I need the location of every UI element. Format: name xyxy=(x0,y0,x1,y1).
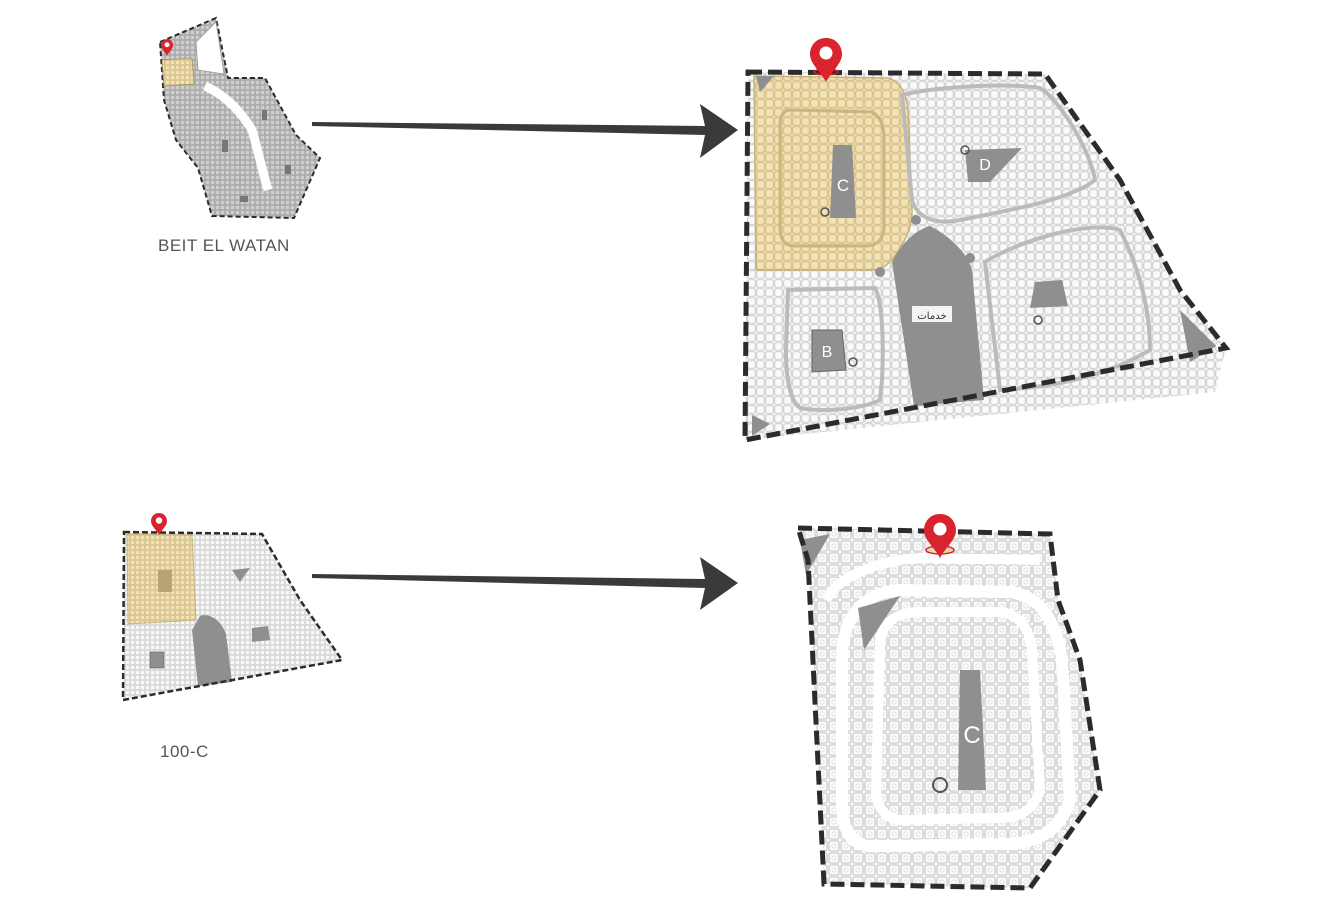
zone-label-b: B xyxy=(822,344,833,361)
block-thumbnail xyxy=(121,513,345,702)
arrow-icon xyxy=(312,104,738,158)
district-zoom-map: C D B خدمات xyxy=(742,38,1231,444)
block-caption: 100-C xyxy=(160,742,209,761)
district-caption: BEIT EL WATAN xyxy=(158,236,290,255)
block-zoom-map: C xyxy=(794,514,1103,891)
zone-label-c: C xyxy=(963,722,980,749)
location-pin-icon xyxy=(810,38,842,82)
location-pin-icon xyxy=(924,514,956,558)
zone-label-d: D xyxy=(979,157,991,174)
zone-label-c: C xyxy=(837,176,849,195)
district-thumbnail xyxy=(158,16,322,220)
zone-label-services: خدمات xyxy=(917,311,946,322)
arrow-icon xyxy=(312,557,738,610)
